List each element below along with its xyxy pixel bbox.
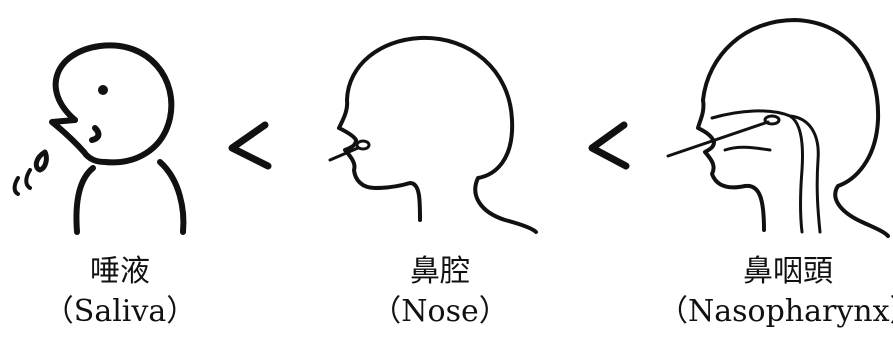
label-en: （Nose） — [371, 294, 509, 329]
saliva-figure-icon — [12, 42, 187, 235]
label-jp: 鼻腔 — [410, 254, 470, 289]
nose-swab-figure-icon — [328, 35, 538, 234]
caption-nasopharynx: 鼻咽頭 （Nasopharynx） — [658, 252, 893, 332]
caption-saliva: 唾液 （Saliva） — [0, 252, 250, 332]
caption-nose: 鼻腔 （Nose） — [310, 252, 570, 332]
label-jp: 鼻咽頭 — [743, 254, 833, 289]
label-jp: 唾液 — [90, 254, 150, 289]
less-than-icon — [228, 121, 272, 170]
less-than-icon — [588, 121, 630, 170]
nasopharynx-swab-figure-icon — [666, 18, 890, 238]
label-en: （Nasopharynx） — [658, 294, 893, 329]
label-en: （Saliva） — [43, 294, 197, 329]
